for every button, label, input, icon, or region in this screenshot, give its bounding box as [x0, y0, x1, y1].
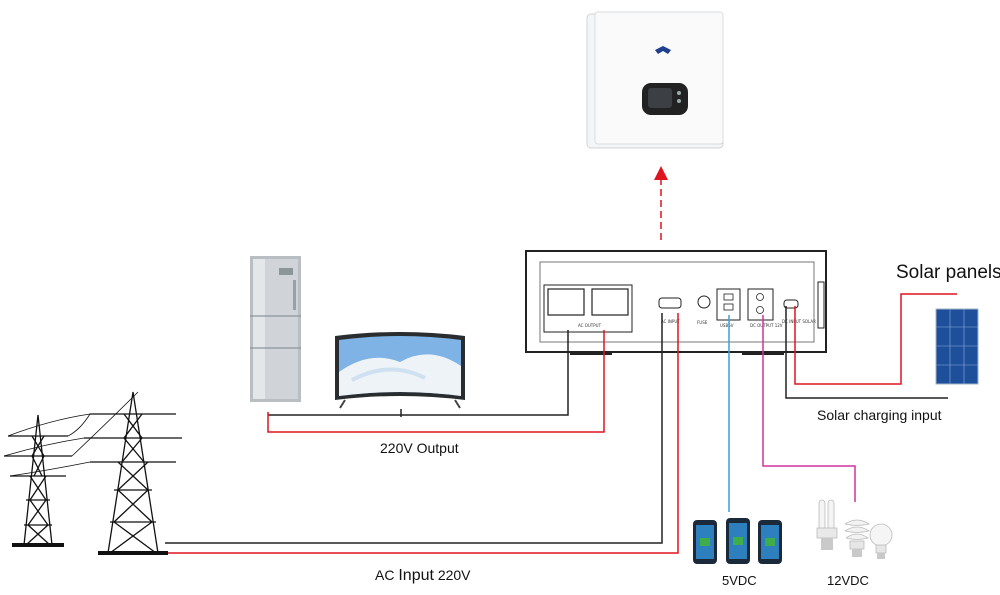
ac-input-tag: AC INPUT [661, 319, 680, 324]
fuse-tag: FUSE [697, 320, 708, 325]
ac-output-port [543, 284, 633, 333]
dc-input-tag: DC INPUT SOLAR [782, 319, 816, 324]
refrigerator-icon [250, 256, 301, 402]
arrow-up-icon [654, 166, 668, 240]
output-220v-label: 220V Output [380, 440, 459, 456]
solar-panels-label: Solar panels [896, 262, 1000, 283]
inverter-device [586, 11, 724, 149]
ac-input-word: Input [398, 567, 434, 584]
ac-input-port [658, 297, 682, 309]
dc-output-tag: DC OUTPUT 12V [750, 323, 783, 328]
battery-unit: AC OUTPUT AC INPUT FUSE USB5V DC OUTPUT … [525, 250, 827, 355]
phone-icon [693, 518, 782, 564]
vdc-5-label: 5VDC [722, 573, 757, 588]
ac-input-suffix: 220V [433, 567, 471, 583]
ac-input-label: AC Input 220V [375, 567, 471, 585]
solar-panel-icon [935, 308, 979, 385]
dc-output-port [747, 288, 774, 321]
usb-tag: USB5V [720, 323, 734, 328]
television-icon [335, 332, 465, 409]
solar-charging-input-label: Solar charging input [817, 407, 942, 423]
dc-output-wiring [762, 315, 856, 502]
ac-input-wiring [165, 313, 679, 554]
ac-output-tag: AC OUTPUT [578, 323, 602, 328]
ac-input-prefix: AC [375, 567, 399, 583]
solar-input-wiring [785, 293, 957, 399]
dc-input-port [783, 299, 799, 309]
vdc-12-label: 12VDC [827, 573, 869, 588]
power-tower-icon [3, 391, 182, 555]
light-bulb-icon [816, 499, 893, 559]
inverter-logo-icon [655, 46, 671, 54]
fuse-icon [697, 295, 711, 309]
output-wiring [267, 330, 605, 433]
